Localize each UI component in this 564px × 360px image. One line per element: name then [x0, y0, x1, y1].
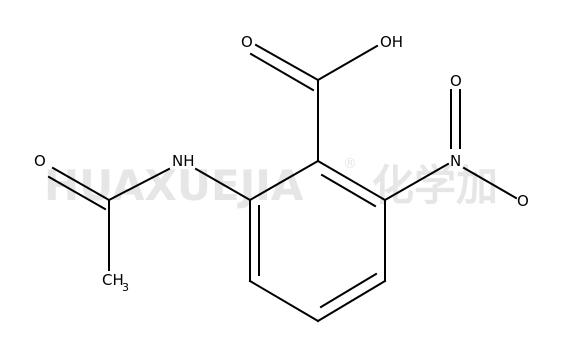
- amide-nh-label: NH: [172, 152, 195, 170]
- ring-bond-4: [248, 279, 320, 323]
- nitro-group: O N O: [383, 72, 529, 210]
- ring-bond-3: [316, 279, 387, 323]
- carboxyl-oh-bond: [316, 44, 379, 82]
- nh-to-carbonyl-bond: [107, 167, 171, 202]
- nitro-n-o-bottom-bond: [462, 166, 518, 200]
- carbonyl-oxygen-label: O: [241, 33, 253, 51]
- ring-to-nh-bond: [194, 167, 252, 202]
- amide-carbonyl-double-bond-b: [47, 175, 107, 211]
- carboxylic-acid-group: O OH: [241, 33, 403, 162]
- ring-bond-1: [316, 159, 387, 202]
- watermark-cjk: 化学加: [372, 161, 498, 210]
- nitro-nitrogen-label: N: [450, 152, 461, 170]
- hydroxyl-label: OH: [380, 33, 403, 51]
- carbonyl-double-bond-a: [254, 43, 320, 82]
- ring-bond-6: [248, 159, 320, 202]
- benzene-ring: [248, 159, 387, 323]
- amide-carbonyl-double-bond-a: [51, 166, 111, 202]
- ring-double-bond-inner-1: [320, 173, 377, 208]
- watermark-registered-mark: ®: [343, 156, 357, 172]
- acetamide-group: NH O CH 3: [34, 152, 252, 294]
- watermark-latin: HUAXUEJIA: [44, 161, 304, 210]
- nitro-oxygen-top-label: O: [450, 72, 462, 90]
- ring-double-bond-inner-2: [319, 272, 378, 309]
- carbonyl-double-bond-b: [249, 52, 315, 92]
- amide-oxygen-label: O: [34, 152, 46, 170]
- methyl-subscript: 3: [122, 281, 129, 294]
- watermark: HUAXUEJIA ® 化学加: [44, 156, 498, 210]
- methyl-label: CH: [102, 271, 124, 289]
- ring-to-nitro-bond: [383, 162, 450, 202]
- nitro-oxygen-bottom-label: O: [517, 192, 529, 210]
